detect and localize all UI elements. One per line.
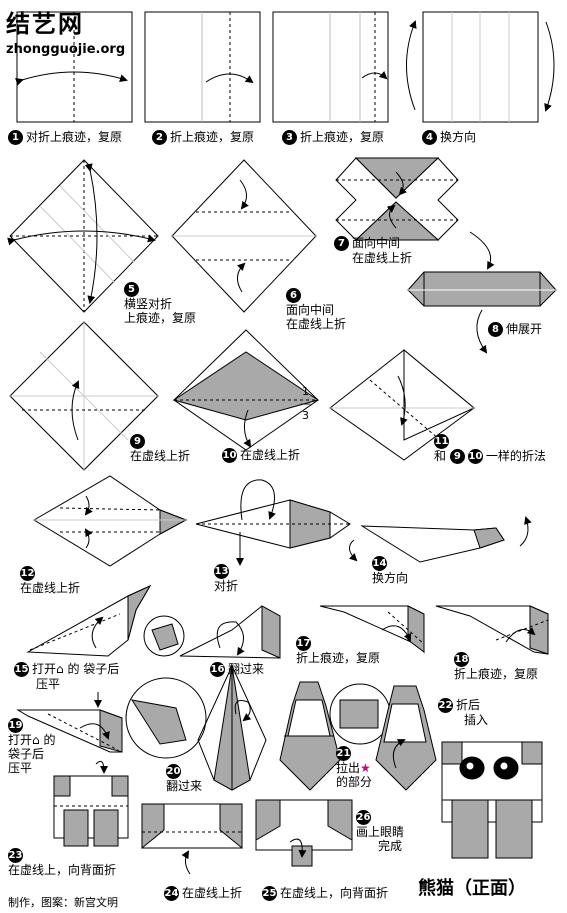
star-icon: ★ (360, 761, 371, 775)
step9-diamond (9, 321, 159, 471)
step16-shape (179, 605, 281, 659)
fraction-one-third: 1—3 (300, 385, 311, 422)
watermark-url: zhongguojie.org (6, 42, 126, 57)
step24-shape (141, 803, 243, 875)
step14-shape (348, 516, 532, 563)
step5-diamond (7, 159, 159, 313)
step17-shape (319, 605, 425, 654)
step23-shape (53, 760, 129, 847)
step6-diamond (171, 159, 317, 313)
step2-square (144, 11, 261, 123)
step18-shape (435, 605, 549, 655)
step19-shape (16, 677, 207, 759)
step22-shape (375, 685, 437, 791)
watermark-title: 结艺网 (6, 9, 84, 38)
result-title: 熊猫（正面） (418, 878, 526, 899)
credit: 制作，图案：新宫文明 (8, 896, 118, 909)
step10-shape (172, 329, 320, 451)
step12-shape (33, 475, 188, 567)
step1-square (15, 11, 133, 123)
step20-shape (197, 664, 267, 791)
step4-square (406, 11, 555, 123)
step13-shape (195, 479, 351, 566)
step25-shape (255, 799, 353, 867)
step11-shape (329, 348, 475, 461)
panda-final (441, 741, 543, 859)
step7-shape (335, 157, 459, 241)
step3-square (272, 11, 389, 123)
step21-shape (279, 681, 391, 791)
step8-shape (407, 231, 557, 354)
step15-shape (26, 584, 185, 657)
